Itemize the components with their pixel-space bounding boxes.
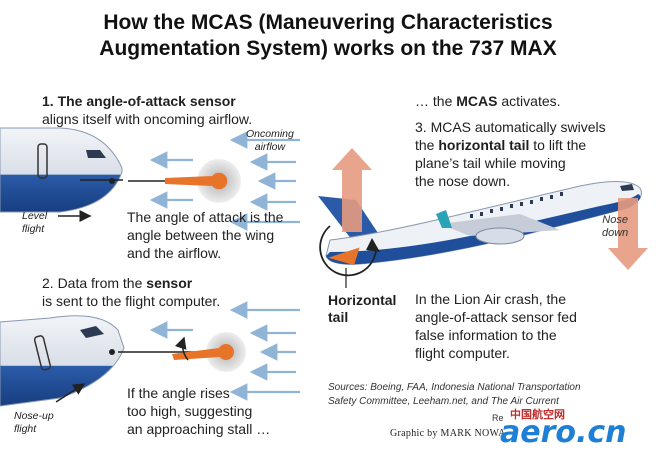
horizontal-tail-line-2: tail — [328, 309, 349, 325]
aoa-sensor-noseup — [118, 332, 246, 372]
sources-text: Sources: Boeing, FAA, Indonesia National… — [328, 381, 581, 409]
lion-air-line-4: flight computer. — [415, 345, 510, 361]
noseup-flight-label: Nose-up flight — [14, 410, 54, 436]
level-flight-line-1: Level — [22, 210, 48, 222]
tail-swivel-indicator — [319, 225, 380, 277]
credit-reporter: Re — [492, 413, 504, 423]
noseup-line-1: Nose-up — [14, 410, 54, 422]
boeing-737-max-airplane — [318, 180, 642, 266]
level-flight-label: Level flight — [22, 210, 47, 236]
stall-description: If the angle rises too high, suggesting … — [127, 384, 270, 438]
step-3-line-1: 3. MCAS automatically swivels — [415, 119, 606, 135]
step-3-line-2-prefix: the — [415, 137, 439, 153]
oncoming-line-1: Oncoming — [246, 128, 294, 140]
stall-desc-line-1: If the angle rises — [127, 385, 230, 401]
nose-down-line-2: down — [602, 227, 629, 239]
title-line-2: Augmentation System) works on the 737 MA… — [99, 37, 557, 60]
horizontal-tail-line-1: Horizontal — [328, 292, 397, 308]
step-3-line-3: plane’s tail while moving — [415, 155, 566, 171]
credit-graphic: Graphic by MARK NOWA — [390, 428, 506, 439]
step-2-text: 2. Data from the sensor is sent to the f… — [42, 274, 220, 310]
watermark-tag: 中国航空网 — [510, 409, 565, 421]
title-line-1: How the MCAS (Maneuvering Characteristic… — [103, 11, 553, 34]
step-1-text: 1. The angle-of-attack sensor aligns its… — [42, 92, 252, 128]
diagram-title: How the MCAS (Maneuvering Characteristic… — [0, 10, 656, 62]
angle-desc-line-2: angle between the wing — [127, 227, 275, 243]
step-3-line-2-bold: horizontal tail — [438, 137, 530, 153]
step-3-text: 3. MCAS automatically swivels the horizo… — [415, 118, 606, 190]
aoa-sensor-level — [128, 159, 241, 203]
lion-air-line-3: false information to the — [415, 327, 557, 343]
angle-desc-line-1: The angle of attack is the — [127, 209, 284, 225]
noseup-flight-pointer — [55, 383, 86, 403]
mcas-prefix: … the — [415, 93, 457, 109]
oncoming-line-2: airflow — [254, 141, 286, 153]
step-3-line-2-suffix: to lift the — [529, 137, 587, 153]
lion-air-line-2: angle-of-attack sensor fed — [415, 309, 577, 325]
airflow-arrows-bottom — [149, 301, 300, 401]
oncoming-airflow-label: Oncoming airflow — [246, 128, 294, 154]
step-3-line-4: the nose down. — [415, 173, 510, 189]
sources-line-1: Sources: Boeing, FAA, Indonesia National… — [328, 382, 581, 393]
mcas-bold: MCAS — [456, 93, 498, 109]
noseup-flight-nose — [0, 315, 125, 407]
step-2-bold: sensor — [146, 275, 193, 291]
watermark-logo: aero.cn — [500, 415, 627, 450]
airflow-arrows-top — [149, 131, 300, 231]
mcas-suffix: activates. — [497, 93, 561, 109]
nose-down-arrow — [608, 198, 648, 270]
level-flight-nose — [0, 127, 123, 213]
stall-desc-line-3: an approaching stall … — [127, 421, 271, 437]
nose-down-line-1: Nose — [602, 214, 628, 226]
nose-down-label: Nose down — [602, 214, 628, 240]
lion-air-description: In the Lion Air crash, the angle-of-atta… — [415, 290, 577, 362]
step-2-prefix: 2. Data from the — [42, 275, 147, 291]
lion-air-line-1: In the Lion Air crash, the — [415, 291, 566, 307]
tail-up-arrow — [332, 148, 372, 232]
stall-desc-line-2: too high, suggesting — [127, 403, 253, 419]
angle-desc-line-3: and the airflow. — [127, 245, 222, 261]
level-flight-line-2: flight — [22, 223, 45, 235]
step-1-rest: aligns itself with oncoming airflow. — [42, 111, 253, 127]
horizontal-tail-label: Horizontal tail — [328, 292, 396, 326]
sources-line-2: Safety Committee, Leeham.net, and The Ai… — [328, 396, 559, 407]
mcas-activates-text: … the MCAS activates. — [415, 92, 561, 110]
step-1-bold: The angle-of-attack sensor — [57, 93, 236, 109]
noseup-line-2: flight — [14, 423, 37, 435]
step-1-number: 1. — [42, 93, 54, 109]
angle-description: The angle of attack is the angle between… — [127, 208, 283, 262]
step-2-rest: is sent to the flight computer. — [42, 293, 221, 309]
